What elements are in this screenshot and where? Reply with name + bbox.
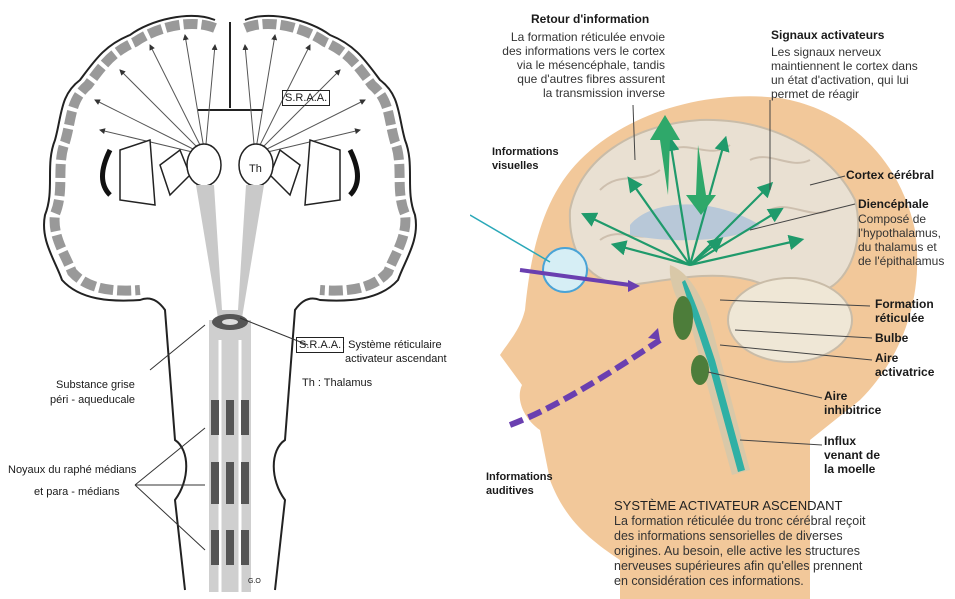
formation-label-2: réticulée bbox=[875, 311, 924, 325]
cortex-label: Cortex cérébral bbox=[846, 168, 934, 182]
systeme-line: en considération ces informations. bbox=[614, 574, 934, 589]
thalamus-left bbox=[187, 144, 221, 186]
retour-line: via le mésencéphale, tandis bbox=[470, 58, 665, 72]
thalamus-label: Th bbox=[249, 162, 262, 176]
signaux-line: maintiennent le cortex dans bbox=[771, 59, 918, 73]
diencephale-title: Diencéphale bbox=[858, 197, 929, 211]
retour-title: Retour d'information bbox=[531, 12, 649, 26]
diencephale-line: Composé de bbox=[858, 212, 944, 226]
signaux-line: Les signaux nerveux bbox=[771, 45, 918, 59]
legend-sraa-text-1: : Système réticulaire bbox=[342, 338, 442, 352]
cerebellum bbox=[728, 278, 852, 362]
diencephale-line: du thalamus et bbox=[858, 240, 944, 254]
diencephale-text: Composé de l'hypothalamus, du thalamus e… bbox=[858, 212, 944, 268]
signaux-line: un état d'activation, qui lui bbox=[771, 73, 918, 87]
influx-label-3: la moelle bbox=[824, 462, 875, 476]
systeme-line: des informations sensorielles de diverse… bbox=[614, 529, 934, 544]
retour-line: que d'autres fibres assurent bbox=[470, 72, 665, 86]
noyaux-label-1: Noyaux du raphé médians bbox=[8, 463, 136, 477]
noyaux-label-2: et para - médians bbox=[34, 485, 120, 499]
aire-activatrice bbox=[673, 296, 693, 340]
left-schematic bbox=[0, 0, 470, 599]
legend-sraa-key: S.R.A.A. bbox=[296, 337, 344, 353]
signature: G.O bbox=[248, 578, 261, 585]
activatrice-label-1: Aire bbox=[875, 351, 898, 365]
substance-grise-label-1: Substance grise bbox=[56, 378, 135, 392]
eye bbox=[543, 248, 587, 292]
influx-label-1: Influx bbox=[824, 434, 856, 448]
signaux-title: Signaux activateurs bbox=[771, 28, 884, 42]
diencephale-line: de l'épithalamus bbox=[858, 254, 944, 268]
visuelles-label-1: Informations bbox=[492, 145, 559, 159]
retour-line: La formation réticulée envoie bbox=[470, 30, 665, 44]
systeme-caption: SYSTÈME ACTIVATEUR ASCENDANT La formatio… bbox=[614, 498, 934, 589]
retour-line: des informations vers le cortex bbox=[470, 44, 665, 58]
aire-inhibitrice bbox=[691, 355, 709, 385]
auditives-label-2: auditives bbox=[486, 484, 534, 498]
systeme-line: origines. Au besoin, elle active les str… bbox=[614, 544, 934, 559]
raphe-nuclei bbox=[211, 400, 249, 565]
legend-thalamus: Th : Thalamus bbox=[302, 376, 372, 390]
diencephale-line: l'hypothalamus, bbox=[858, 226, 944, 240]
legend-sraa-text-2: activateur ascendant bbox=[345, 352, 447, 366]
inhibitrice-label-2: inhibitrice bbox=[824, 403, 881, 417]
systeme-title: SYSTÈME ACTIVATEUR ASCENDANT bbox=[614, 498, 934, 514]
sraa-pathway bbox=[196, 185, 264, 318]
auditives-label-1: Informations bbox=[486, 470, 553, 484]
sraa-box-label: S.R.A.A. bbox=[282, 90, 330, 106]
retour-line: la transmission inverse bbox=[470, 86, 665, 100]
bulbe-label: Bulbe bbox=[875, 331, 908, 345]
inhibitrice-label-1: Aire bbox=[824, 389, 847, 403]
retour-text: La formation réticulée envoie des inform… bbox=[470, 30, 665, 100]
systeme-line: nerveuses supérieures afin qu'elles pren… bbox=[614, 559, 934, 574]
visuelles-label-2: visuelles bbox=[492, 159, 538, 173]
signaux-text: Les signaux nerveux maintiennent le cort… bbox=[771, 45, 918, 101]
signaux-line: permet de réagir bbox=[771, 87, 918, 101]
influx-label-2: venant de bbox=[824, 448, 880, 462]
activatrice-label-2: activatrice bbox=[875, 365, 934, 379]
systeme-line: La formation réticulée du tronc cérébral… bbox=[614, 514, 934, 529]
substance-grise-label-2: péri - aqueducale bbox=[50, 393, 135, 407]
formation-label-1: Formation bbox=[875, 297, 934, 311]
